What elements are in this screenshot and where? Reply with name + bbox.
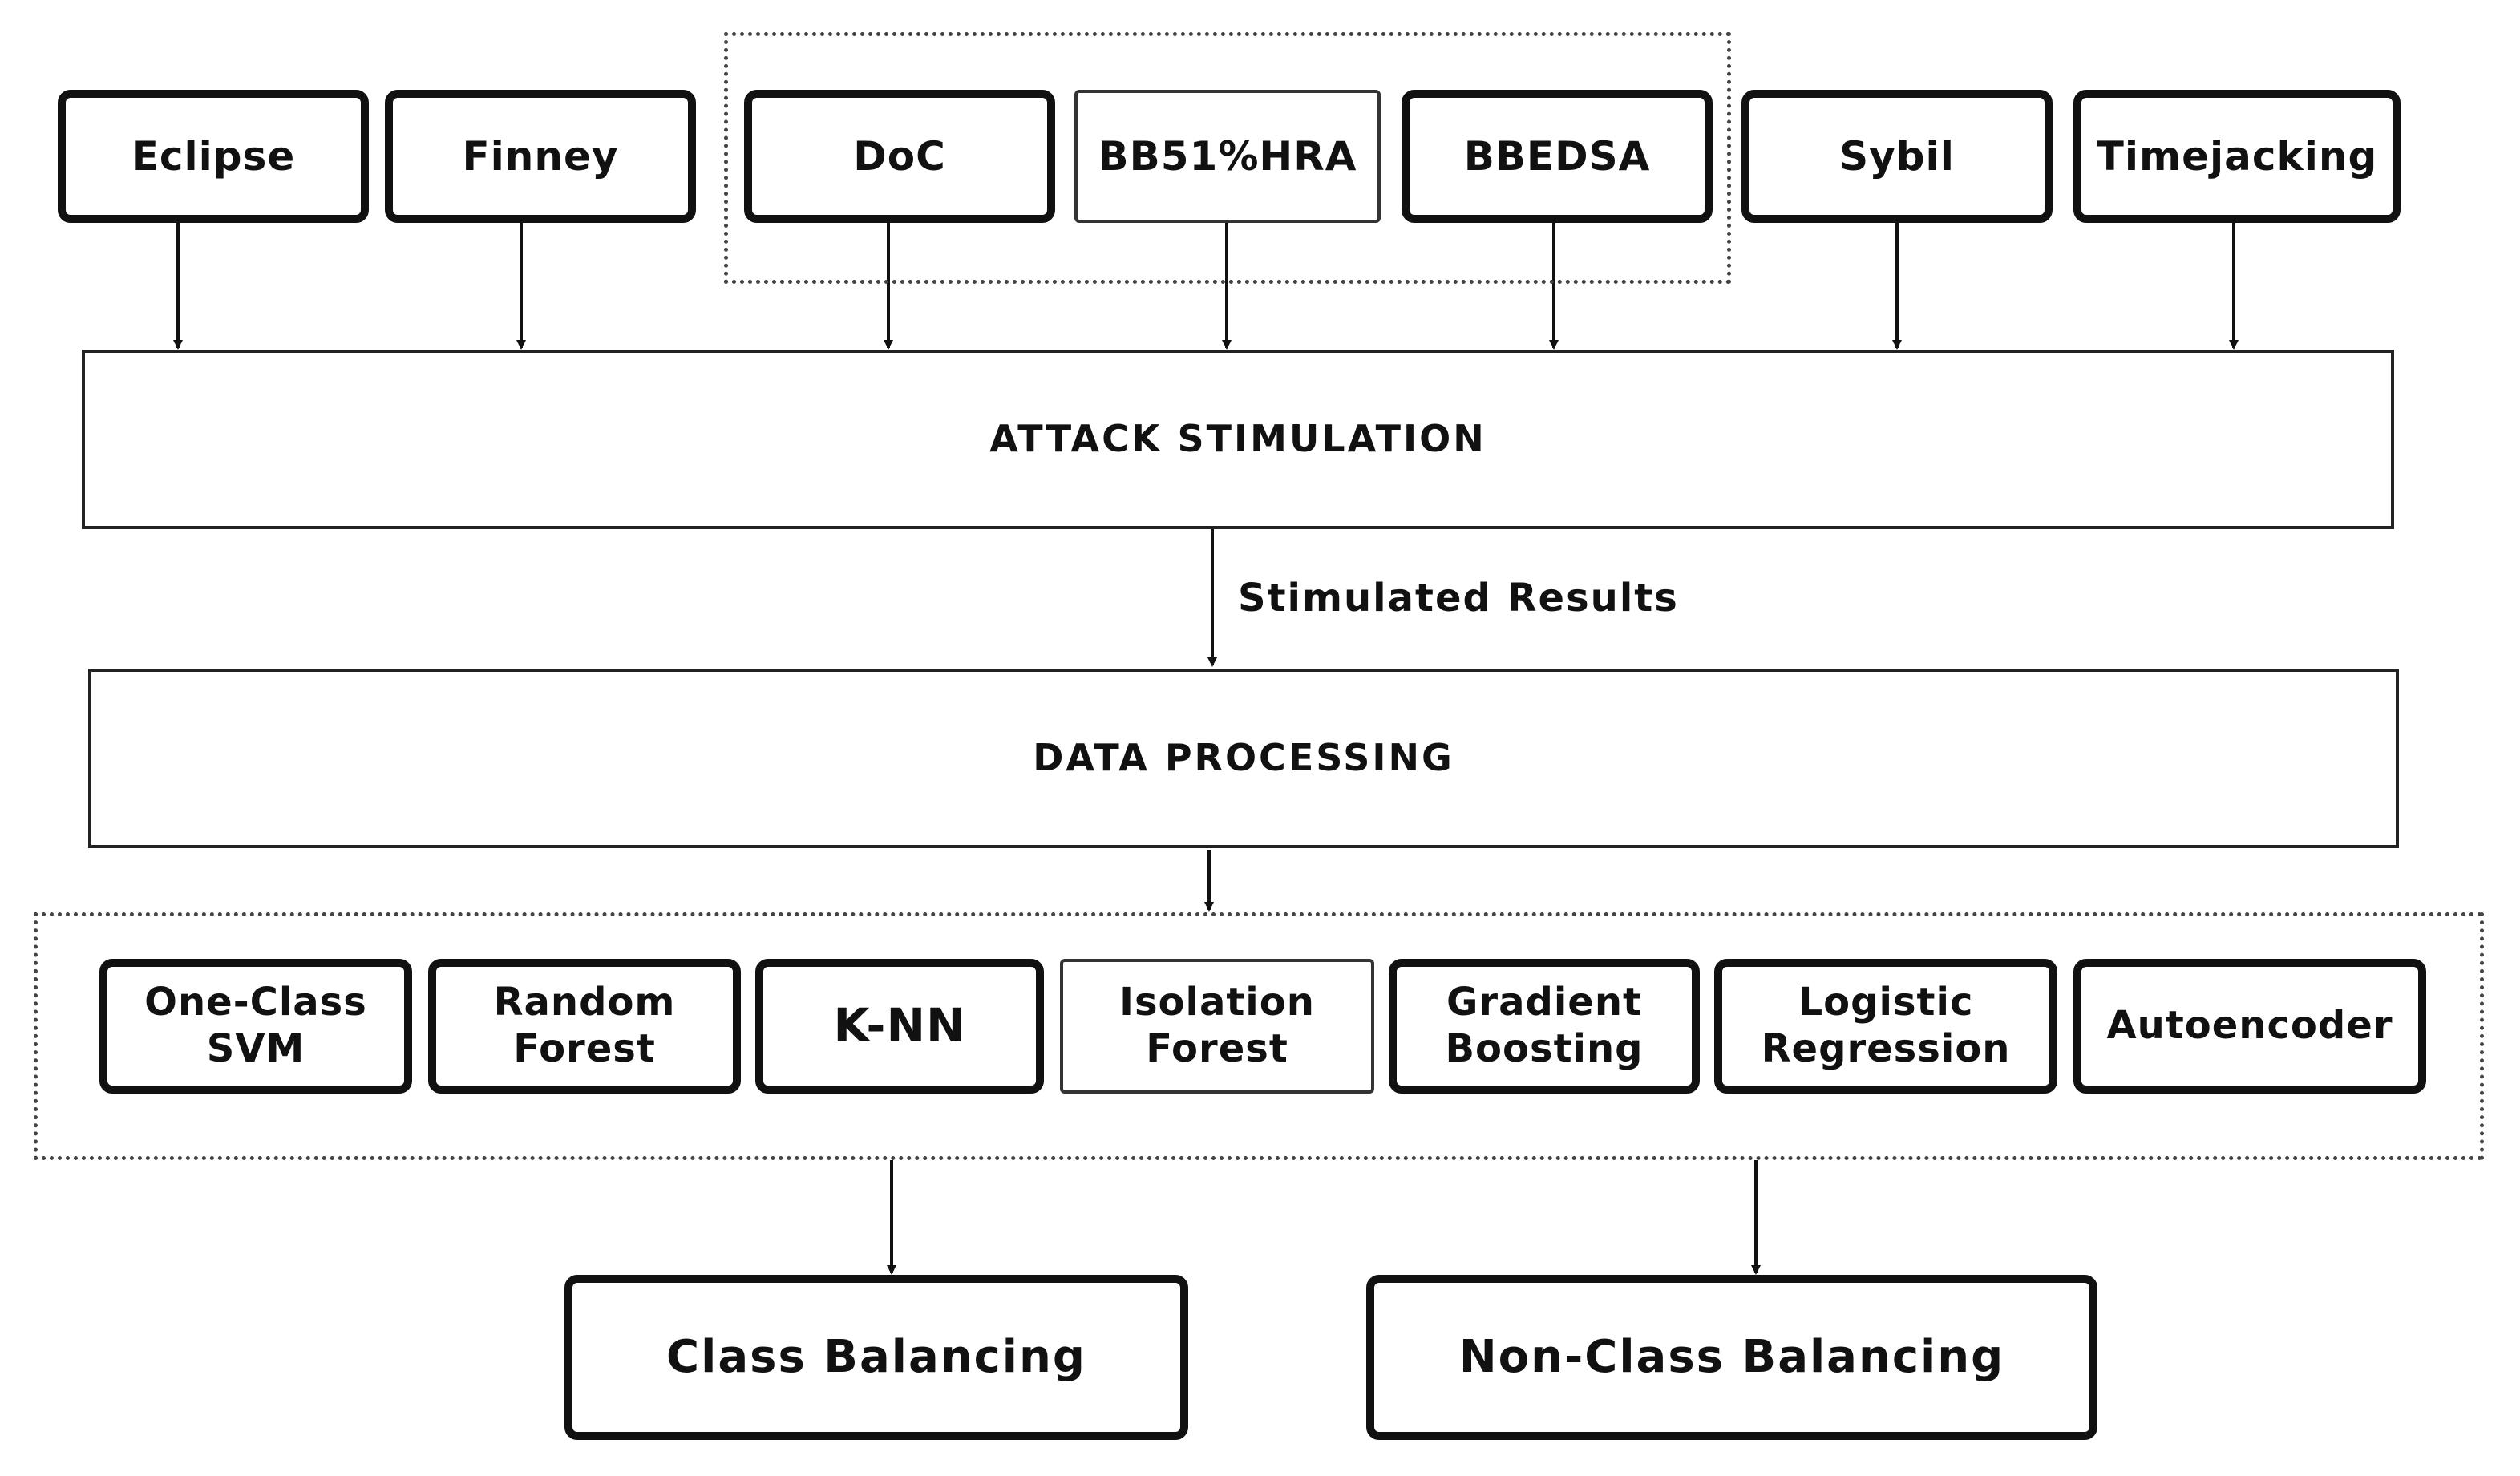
model-label-line1: One-Class [144, 980, 367, 1025]
attack-box-timejacking: Timejacking [2073, 90, 2401, 223]
attack-box-sybil: Sybil [1741, 90, 2053, 223]
class-balancing-box: Class Balancing [564, 1275, 1188, 1440]
attack-stimulation-label: ATTACK STIMULATION [989, 417, 1487, 461]
model-label-line1: Isolation [1119, 980, 1315, 1025]
model-label-line2: Forest [1146, 1026, 1288, 1071]
models-group-outline [34, 912, 2484, 1160]
attack-label: BB51%HRA [1098, 133, 1357, 180]
model-label-line1: Gradient [1446, 980, 1642, 1025]
model-label-line2: Boosting [1445, 1026, 1644, 1071]
data-processing-box: DATA PROCESSING [88, 669, 2399, 848]
model-label-line2: SVM [206, 1026, 305, 1071]
model-label-line2: Forest [513, 1026, 656, 1071]
attack-label: BBEDSA [1463, 133, 1651, 180]
attack-group-outline [724, 32, 1731, 284]
model-label-line1: K-NN [833, 998, 966, 1053]
stimulated-results-label: Stimulated Results [1238, 576, 1679, 621]
attack-box-doc: DoC [744, 90, 1055, 223]
attack-label: Eclipse [131, 133, 296, 180]
attack-box-bbedsa: BBEDSA [1402, 90, 1713, 223]
model-label-line1: Autoencoder [2106, 1003, 2393, 1049]
data-processing-label: DATA PROCESSING [1033, 736, 1454, 780]
model-box-knn: K-NN [755, 959, 1044, 1094]
non-class-balancing-box: Non-Class Balancing [1366, 1275, 2097, 1440]
attack-box-bb51hra: BB51%HRA [1074, 90, 1381, 223]
attack-box-eclipse: Eclipse [58, 90, 369, 223]
attack-stimulation-box: ATTACK STIMULATION [82, 350, 2394, 529]
model-label-line2: Regression [1761, 1026, 2011, 1071]
class-balancing-label: Class Balancing [666, 1331, 1086, 1384]
model-label-line1: Logistic [1798, 980, 1974, 1025]
attack-label: Sybil [1839, 133, 1955, 180]
attack-label: DoC [853, 133, 946, 180]
attack-label: Finney [462, 133, 619, 180]
model-label-line1: Random [493, 980, 676, 1025]
model-box-autoencoder: Autoencoder [2073, 959, 2426, 1094]
attack-label: Timejacking [2096, 133, 2378, 180]
non-class-balancing-label: Non-Class Balancing [1458, 1331, 2005, 1384]
attack-box-finney: Finney [385, 90, 696, 223]
